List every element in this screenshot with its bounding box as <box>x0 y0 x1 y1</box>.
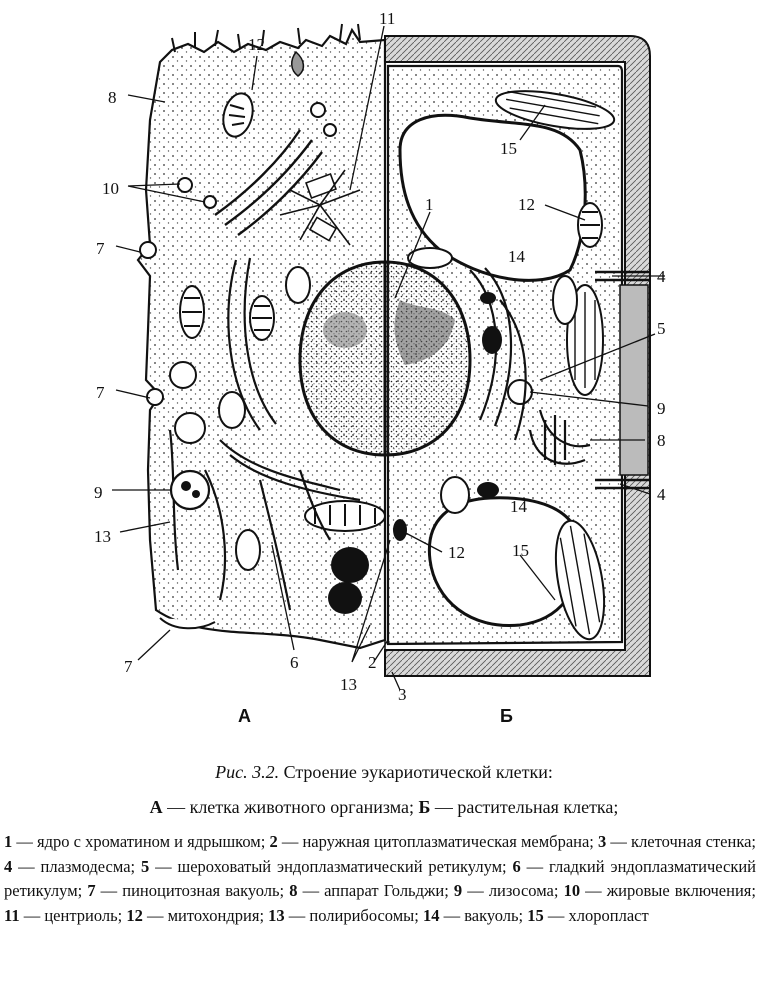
animal-mitochondria <box>179 92 386 571</box>
legend-text: — митохондрия; <box>142 905 269 925</box>
callout: 9 <box>657 399 666 418</box>
legend-text: — полирибосомы; <box>284 905 423 925</box>
legend-number: 10 <box>563 881 581 900</box>
figure-number: Рис. 3.2. <box>215 762 280 782</box>
callout: 14 <box>510 497 528 516</box>
callout: 2 <box>368 653 377 672</box>
callout: 3 <box>398 685 407 704</box>
animal-lysosome <box>169 361 211 511</box>
legend-text: — хлоропласт <box>543 905 649 925</box>
animal-nucleus <box>298 260 387 457</box>
callout: 11 <box>379 9 395 28</box>
callout: 8 <box>657 431 666 450</box>
centriole <box>279 169 361 246</box>
legend-number: 14 <box>422 905 440 925</box>
callout: 15 <box>500 139 517 158</box>
legend-number: 6 <box>512 856 521 876</box>
plant-granules <box>393 292 502 541</box>
callout: 4 <box>657 485 666 504</box>
pinocytotic-vacuoles <box>139 241 216 630</box>
fat-droplets <box>177 102 337 209</box>
legend-number: 3 <box>598 832 607 851</box>
callout: 14 <box>508 247 526 266</box>
legend-number: 11 <box>4 905 20 925</box>
plant-cell-wall <box>384 35 651 677</box>
figure-title: Строение эукариотической клетки: <box>283 762 553 782</box>
legend-text: — клеточная стенка; <box>606 832 756 851</box>
callout: 5 <box>657 319 666 338</box>
cell-diagram: 12 11 8 10 7 7 9 13 7 6 13 2 3 15 12 1 1… <box>94 9 666 726</box>
callout: 12 <box>448 543 465 562</box>
subtitle-key-b: Б <box>418 797 431 817</box>
plant-cell <box>383 35 651 677</box>
polyribosome-granules <box>328 547 369 614</box>
legend-text: — гладкий эндоплазматический ретикулум; <box>4 856 757 901</box>
callout: 6 <box>290 653 299 672</box>
legend-number: 13 <box>268 905 285 925</box>
subtitle-key-a: А <box>149 797 163 817</box>
plant-golgi <box>543 415 567 465</box>
callout: 13 <box>94 527 111 546</box>
callout: 8 <box>108 88 117 107</box>
callout: 7 <box>96 383 105 402</box>
callout: 7 <box>124 657 133 676</box>
legend-number: 8 <box>289 881 298 900</box>
legend-number: 9 <box>453 881 463 900</box>
panel-label-b: Б <box>500 706 513 726</box>
legend-text: — ядро с хроматином и ядрышком; <box>12 832 270 851</box>
callout: 12 <box>518 195 535 214</box>
legend-number: 15 <box>527 905 544 925</box>
animal-cell <box>136 23 387 650</box>
legend-text: — пиноцитозная вакуоль; <box>95 881 290 900</box>
callout: 1 <box>425 195 434 214</box>
callout: 13 <box>340 675 357 694</box>
plasmodesmata <box>595 270 650 490</box>
figure-caption: Рис. 3.2. Строение эукариотической клетк… <box>0 762 768 783</box>
legend-text: — вакуоль; <box>439 905 528 925</box>
subtitle-text-a: — клетка животного организма; <box>162 797 419 817</box>
figure-subtitle: А — клетка животного организма; Б — раст… <box>0 797 768 818</box>
legend-text: — аппарат Гольджи; <box>297 881 454 900</box>
animal-golgi <box>214 129 323 236</box>
callout: 12 <box>248 35 265 54</box>
callout: 15 <box>512 541 529 560</box>
legend-text: — наружная цитоплазматическая мембрана; <box>277 832 599 851</box>
legend-text: — лизосома; <box>462 881 564 900</box>
callout: 9 <box>94 483 103 502</box>
legend-text: — шероховатый эндоплазматический ретикул… <box>149 856 513 876</box>
legend-text: — жировые включения; <box>580 881 756 900</box>
callout: 7 <box>96 239 105 258</box>
callout-labels: 12 11 8 10 7 7 9 13 7 6 13 2 3 15 12 1 1… <box>94 9 666 704</box>
legend-text: — плазмодесма; <box>12 856 141 876</box>
callout: 10 <box>102 179 119 198</box>
legend-number: 4 <box>4 856 13 876</box>
callout: 4 <box>657 267 666 286</box>
legend-number: 1 <box>4 832 13 851</box>
figure-legend: 1 — ядро с хроматином и ядрышком; 2 — на… <box>4 830 756 928</box>
legend-number: 2 <box>269 832 278 851</box>
legend-number: 7 <box>87 881 96 900</box>
legend-text: — центриоль; <box>19 905 127 925</box>
legend-number: 12 <box>126 905 143 925</box>
panel-label-a: А <box>238 706 251 726</box>
subtitle-text-b: — растительная клетка; <box>430 797 619 817</box>
animal-endoplasmic-reticulum <box>168 257 361 611</box>
leader-lines <box>112 25 665 691</box>
legend-number: 5 <box>141 856 150 876</box>
